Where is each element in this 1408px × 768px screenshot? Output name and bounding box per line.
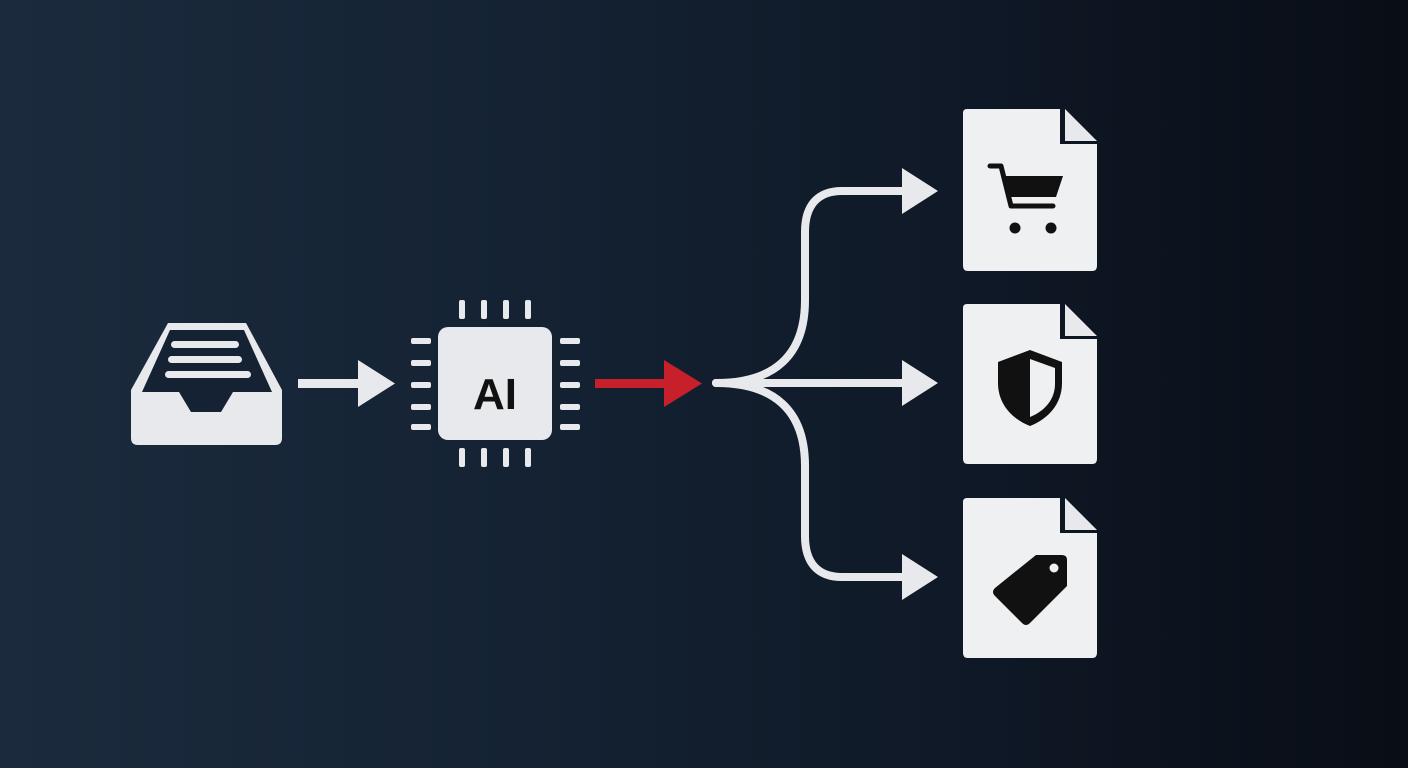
inbox-tray-icon [131,323,282,445]
branch-top [712,187,914,387]
arrowhead-bottom [902,554,938,600]
arrowhead-top [902,168,938,214]
shield-icon [998,350,1062,426]
ai-chip-icon: AI [411,300,580,467]
cart-icon [987,163,1063,234]
branch-connectors [712,187,914,581]
tag-icon [993,555,1067,625]
document-tag [963,498,1097,658]
arrowhead-middle [902,360,938,406]
arrow-input-to-ai [298,360,395,407]
document-cart [963,109,1097,271]
ai-chip-label: AI [473,370,517,419]
branch-arrowheads [902,168,938,600]
arrow-ai-to-router [595,360,702,407]
document-shield [963,304,1097,464]
branch-bottom [712,379,914,581]
